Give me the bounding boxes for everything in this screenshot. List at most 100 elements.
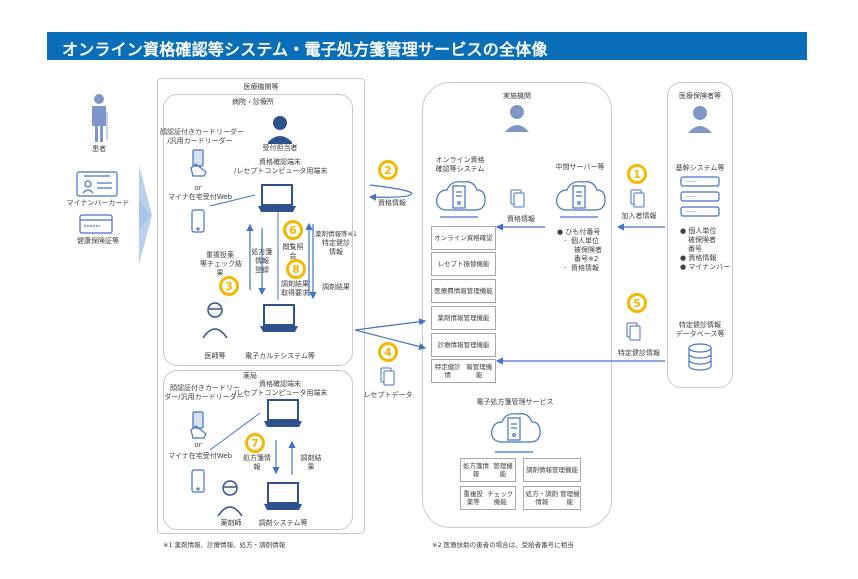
dup-check-label-3: 果 [216, 269, 224, 277]
pharmacy-label: 薬局 [243, 372, 257, 380]
card-reader-label-2: /汎用カードリーダー [167, 137, 233, 145]
function-box-receipt-transfer: レセプト振替機能 [431, 252, 496, 276]
insurance-card-icon [79, 214, 113, 234]
function-box-clinical-info: 診療情報管理機能 [431, 333, 496, 357]
implementing-org-person-icon [505, 105, 529, 132]
dispense-result-label: 調剤結果 [322, 283, 350, 291]
pharmacy-terminal-laptop-icon [264, 399, 302, 427]
eprescription-function-rx: 処方箋情報管理機能 [460, 458, 516, 482]
doctor-icon [202, 302, 228, 339]
reception-person-icon [268, 116, 292, 144]
dispense-laptop-icon [264, 482, 302, 510]
linked-sub-1: - 個人単位 [564, 237, 599, 245]
receipt-document-icon [380, 367, 395, 386]
insurer-bullet-3: ● マイナンバー [680, 263, 731, 271]
drug-info-label-3: 情報 [329, 248, 343, 256]
function-box-drug-info: 薬剤情報管理機能 [431, 306, 496, 330]
drug-info-label-2: 特定健診 [322, 239, 350, 247]
qualification-flow-label: 資格情報 [378, 199, 406, 207]
step-badge-4: 4 [378, 342, 398, 362]
subscriber-info-label: 加入者情報 [621, 212, 657, 220]
step-badge-8: 8 [286, 259, 306, 279]
consent-label-1: 閲覧照 [282, 243, 304, 251]
checkup-db-label-2: データベース等 [675, 330, 725, 338]
dispense-system-label: 調剤システム等 [258, 519, 308, 527]
card-reader-label-1: 顔認証付きカードリーダー [160, 128, 244, 136]
drug-info-label-1: 薬剤情報等※1 [314, 230, 358, 238]
eprescription-function-rx-dispense: 処方・調剤情報管理機能 [523, 486, 581, 510]
eprescription-cloud-icon [491, 413, 541, 453]
pharmacy-terminal-label-1: 資格確認端末 [259, 380, 301, 388]
eprescription-function-dispense: 調剤情報管理機能 [523, 458, 581, 482]
medical-institution-label: 医療機関等 [243, 83, 279, 91]
terminal-label-2: /レセプトコンピュータ用端末 [234, 167, 328, 175]
insurer-person-icon [688, 106, 712, 133]
rx-info-label-2: 報 [253, 463, 261, 471]
server-row-2: ----- [686, 193, 697, 200]
doctor-label: 医師等 [204, 352, 226, 360]
dispense-request-label-2: 取得要求 [281, 289, 309, 297]
hospital-box [163, 94, 353, 366]
step-badge-5: 5 [627, 293, 647, 313]
step-badge-6: 6 [283, 220, 303, 240]
pharmacy-or-label: or [194, 441, 202, 449]
pharmacy-card-reader-icon [190, 411, 207, 439]
dispense-request-label-1: 調剤結果 [281, 280, 309, 288]
hospital-label: 病院・診療所 [232, 98, 274, 106]
rx-register-label-2: 情報 [255, 257, 269, 265]
qualification-document-icon [510, 189, 525, 208]
step-badge-7: 7 [245, 433, 265, 453]
dup-check-label-2: 等チェック結 [200, 260, 242, 268]
pharmacist-icon [217, 480, 243, 517]
insurer-bullet-1: ● 個人単位 [680, 227, 717, 235]
checkup-database-icon [688, 343, 712, 371]
core-system-label: 基幹システム等 [675, 164, 725, 172]
intermediate-server-cloud-icon [556, 181, 606, 218]
page-title: オンライン資格確認等システム・電子処方箋管理サービスの全体像 [62, 40, 548, 59]
insurer-bullet-1c: 番号 [688, 245, 702, 253]
core-system-server-icon [680, 176, 720, 217]
or-label: or [194, 184, 202, 192]
checkup-info-label: 特定健診情報 [618, 349, 660, 357]
consent-label-2: 会 [289, 252, 297, 260]
pharmacy-terminal-label-2: /レセプトコンピュータ用端末 [234, 389, 328, 397]
terminal-laptop-icon [258, 184, 296, 212]
server-row-3: ----- [686, 208, 697, 215]
card-reader-icon [190, 149, 207, 177]
footnote-2: ※2 医療扶助の患者の場合は、受給者番号に相当 [432, 541, 574, 549]
checkup-db-label-1: 特定健診情報 [679, 321, 721, 329]
function-box-medical-cost: 医療費情報管理機能 [431, 279, 496, 303]
linked-sub-4: - 資格情報 [564, 264, 599, 272]
mynumber-card-icon [76, 171, 118, 197]
implementing-org-label: 実施機関 [503, 92, 531, 100]
pharmacy-dispense-result-label-2: 果 [307, 463, 315, 471]
pharmacy-home-web-label: マイナ在宅受付Web [167, 452, 233, 460]
insurer-label: 医療保険者等 [679, 92, 721, 100]
patient-icon [92, 94, 108, 142]
subscriber-document-icon [630, 189, 645, 208]
qualification-info-label: 資格情報 [507, 215, 535, 223]
online-system-label-1: オンライン資格 [435, 156, 485, 164]
server-row-1: ----- [686, 178, 697, 185]
linked-sub-3: 番号※2 [574, 255, 599, 263]
linked-sub-2: 被保険者 [574, 246, 602, 254]
intermediate-server-label: 中間サーバー等 [555, 163, 605, 171]
linked-number-bullet: ● ひも付番号 [557, 228, 601, 236]
pharmacist-label: 薬剤師 [220, 519, 242, 527]
patient-label: 患者 [92, 145, 106, 153]
pharmacy-card-reader-label-2: ダー/汎用カードリーダー [164, 393, 244, 401]
pharmacy-dispense-result-label-1: 調剤結 [300, 454, 322, 462]
reception-label: 受付担当者 [262, 144, 298, 152]
ehr-laptop-icon [260, 304, 298, 332]
insurance-card-label: 健康保険証等 [77, 237, 119, 245]
home-web-label: マイナ在宅受付Web [167, 193, 233, 201]
online-system-cloud-icon [436, 181, 486, 218]
rx-register-label-1: 処方箋 [251, 248, 273, 256]
linked-number-text: ひも付番号 [565, 228, 601, 236]
step-badge-1: 1 [627, 164, 647, 184]
implementing-org-box [422, 82, 612, 528]
checkup-document-icon [626, 322, 641, 341]
step-badge-3: 3 [219, 276, 239, 296]
dup-check-label-1: 重複投薬 [206, 251, 234, 259]
